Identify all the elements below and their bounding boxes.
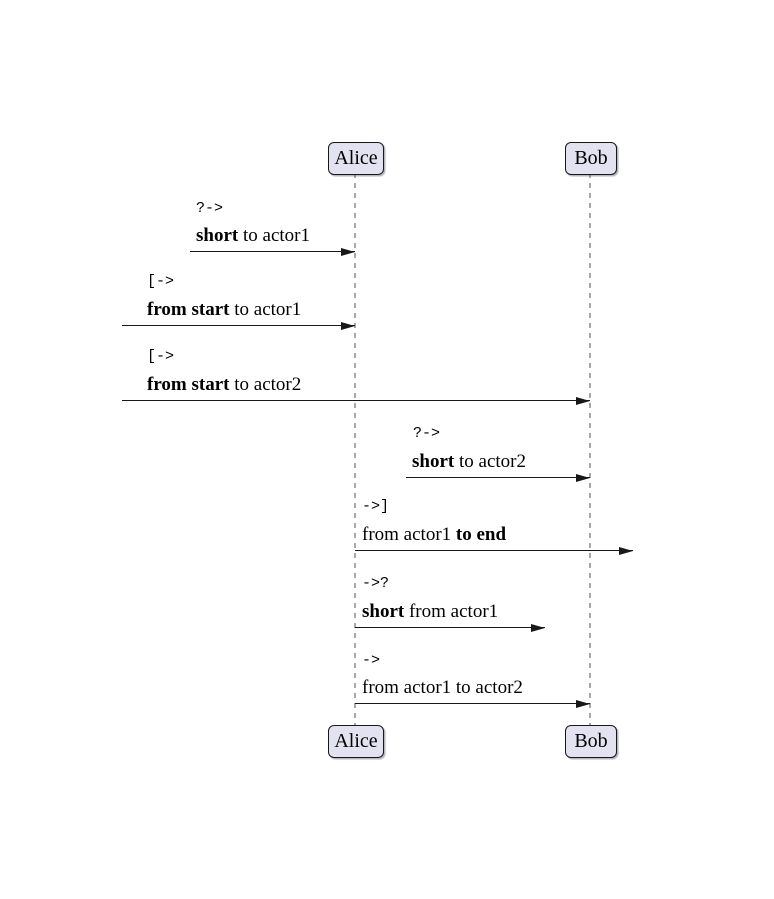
arrowhead-icon (576, 474, 590, 482)
arrow-line (355, 627, 545, 628)
arrowhead-icon (576, 700, 590, 708)
message-arrow (355, 546, 633, 556)
message-label: short to actor2 (412, 451, 526, 472)
actor-name: Alice (334, 147, 378, 169)
message-code: ->? (362, 575, 390, 592)
arrowhead-icon (576, 397, 590, 405)
arrow-line (190, 251, 355, 252)
actor-box-actor2-bottom: Bob (565, 725, 617, 758)
message-code: [-> (147, 348, 175, 365)
message-code: ?-> (413, 425, 441, 442)
arrow-line (355, 550, 633, 551)
lifeline-actor1 (354, 173, 356, 725)
actor-box-actor2-top: Bob (565, 142, 617, 175)
message-arrow (406, 473, 590, 483)
message-arrow (190, 247, 355, 257)
message-label: from actor1 to end (362, 524, 507, 545)
actor-box-actor1-bottom: Alice (328, 725, 384, 758)
message-label: from start to actor2 (147, 374, 302, 395)
arrowhead-icon (341, 248, 355, 256)
actor-name: Alice (334, 730, 378, 752)
message-code: ->] (362, 498, 390, 515)
message-label: from start to actor1 (147, 299, 302, 320)
arrow-line (355, 703, 590, 704)
arrowhead-icon (341, 322, 355, 330)
message-code: [-> (147, 273, 175, 290)
arrowhead-icon (619, 547, 633, 555)
arrowhead-icon (531, 624, 545, 632)
message-arrow (122, 321, 355, 331)
message-label: short from actor1 (362, 601, 499, 622)
message-arrow (355, 623, 545, 633)
message-arrow (122, 396, 590, 406)
actor-name: Bob (574, 147, 608, 169)
arrow-line (122, 400, 590, 401)
actor-box-actor1-top: Alice (328, 142, 384, 175)
lifeline-actor2 (589, 173, 591, 725)
arrow-line (406, 477, 590, 478)
arrow-line (122, 325, 355, 326)
actor-name: Bob (574, 730, 608, 752)
message-code: -> (362, 652, 381, 669)
message-code: ?-> (196, 200, 224, 217)
message-arrow (355, 699, 590, 709)
message-label: short to actor1 (196, 225, 310, 246)
message-label: from actor1 to actor2 (362, 677, 523, 698)
